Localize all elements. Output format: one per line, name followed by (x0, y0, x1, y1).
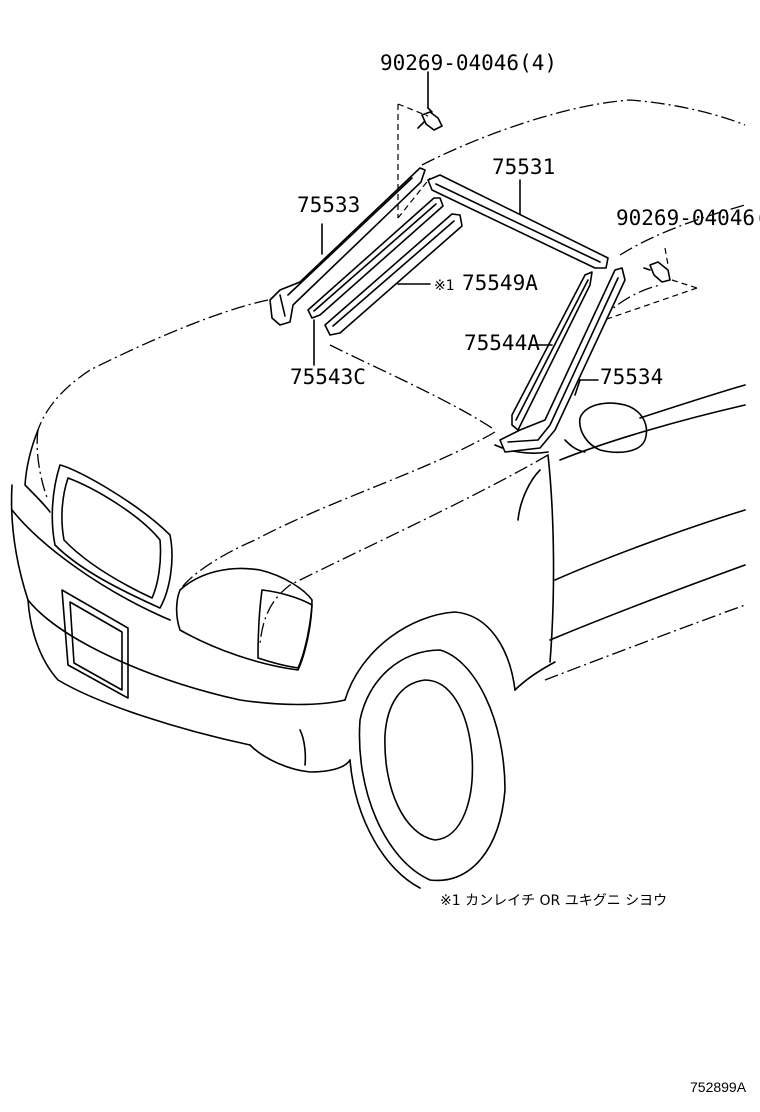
part-75534-moulding (499, 267, 626, 453)
label-75549a-mark: ※1 (434, 278, 455, 294)
clip-top-icon (417, 107, 443, 131)
moulding-parts (269, 107, 671, 453)
diagram-code: 752899A (690, 1079, 747, 1095)
label-clip-right: 90269-04046(4 (616, 206, 760, 230)
label-75533: 75533 (297, 193, 360, 217)
label-75544a: 75544A (464, 331, 540, 355)
footnote: ※1 カンレイチ OR ユキグニ シヨウ (440, 893, 667, 909)
part-75533-moulding (269, 167, 426, 326)
clip-right-icon (643, 261, 671, 283)
label-75534: 75534 (600, 365, 663, 389)
label-75549a: 75549A (462, 271, 538, 295)
part-labels: 90269-04046(4) 90269-04046(4 75531 75533… (290, 51, 760, 389)
leader-lines (313, 71, 698, 396)
label-75543c: 75543C (290, 365, 366, 389)
label-75531: 75531 (492, 155, 555, 179)
car-body-outline (10, 99, 746, 889)
label-clip-top: 90269-04046(4) (380, 51, 557, 75)
